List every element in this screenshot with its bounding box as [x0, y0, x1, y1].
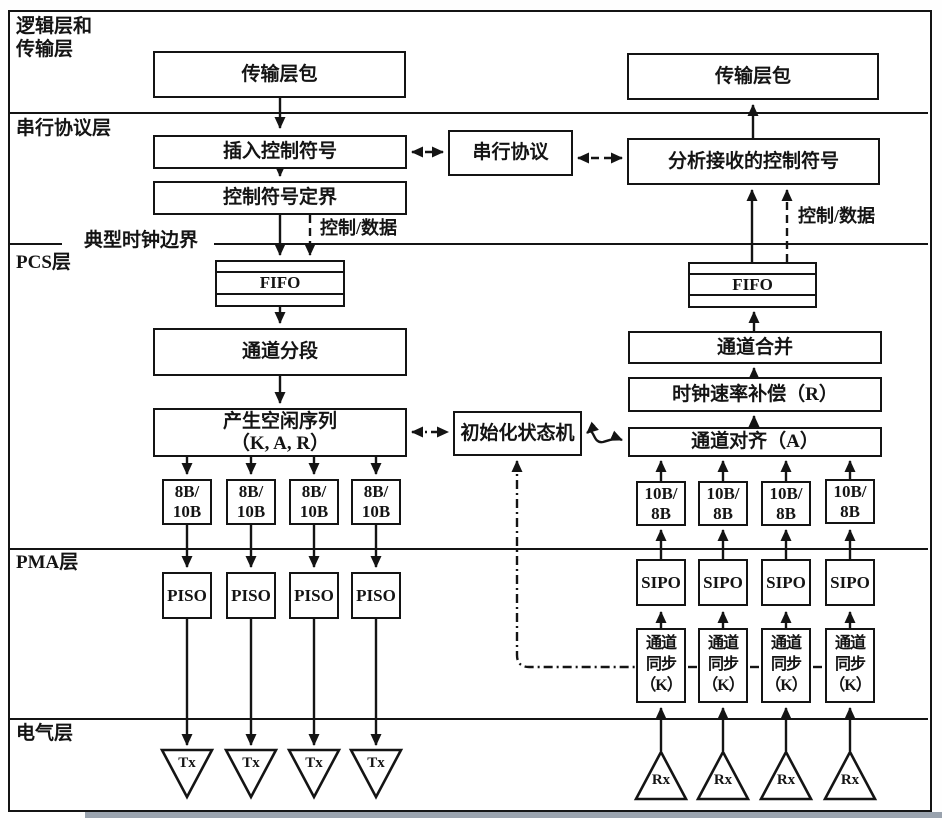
- box-analyze-control: 分析接收的控制符号: [627, 138, 880, 185]
- box-idle-gen: 产生空闲序列 （K, A, R）: [153, 408, 407, 457]
- label-layer-logic-transport: 逻辑层和 传输层: [16, 16, 93, 60]
- label-layer-serial-protocol: 串行协议层: [16, 118, 112, 139]
- divider-pma-electrical: [8, 718, 928, 720]
- clock-boundary-line-right: [214, 243, 928, 245]
- box-lane-merge: 通道合并: [628, 331, 882, 364]
- tx-driver-label-2: Tx: [242, 755, 260, 771]
- rx-chain-arrows: [655, 104, 856, 751]
- tx-driver-label-1: Tx: [178, 755, 196, 771]
- box-8b10b-4: 8B/ 10B: [351, 479, 401, 525]
- box-lane-sync-2: 通道 同步 （K）: [698, 628, 748, 703]
- box-sipo-1: SIPO: [636, 559, 686, 606]
- electrical-transceivers: [159, 748, 878, 801]
- divider-pcs-pma: [8, 548, 928, 550]
- rx-receiver-label-1: Rx: [651, 772, 671, 788]
- rx-receiver-label-3: Rx: [776, 772, 796, 788]
- box-10b8b-1: 10B/ 8B: [636, 481, 686, 526]
- rx-triangle-3: [758, 749, 814, 801]
- tx-driver-label-3: Tx: [305, 755, 323, 771]
- box-piso-2: PISO: [226, 572, 276, 619]
- divider-logic-serial: [8, 112, 928, 114]
- box-piso-3: PISO: [289, 572, 339, 619]
- box-8b10b-1: 8B/ 10B: [162, 479, 212, 525]
- box-fifo-tx: FIFO: [215, 260, 345, 307]
- tx-driver-label-4: Tx: [367, 755, 385, 771]
- box-8b10b-2: 8B/ 10B: [226, 479, 276, 525]
- box-lane-align: 通道对齐（A）: [628, 427, 882, 457]
- box-fifo-rx: FIFO: [688, 262, 817, 308]
- tx-triangle-2: [223, 748, 279, 800]
- rx-triangle-1: [633, 749, 689, 801]
- clock-boundary-line-left: [10, 243, 62, 245]
- rx-triangle-2: [695, 749, 751, 801]
- box-transport-packet-tx: 传输层包: [153, 51, 406, 98]
- tx-triangle-3: [286, 748, 342, 800]
- box-10b8b-3: 10B/ 8B: [761, 481, 811, 526]
- label-layer-pcs: PCS层: [16, 252, 71, 273]
- fifo-rx-label: FIFO: [732, 274, 773, 294]
- rx-triangle-4: [822, 749, 878, 801]
- fifo-rx-bottom-slot: [690, 294, 815, 306]
- tx-chain-arrows: [181, 98, 382, 746]
- fifo-tx-bottom-slot: [217, 292, 343, 305]
- label-clock-boundary: 典型时钟边界: [84, 230, 199, 251]
- label-layer-pma: PMA层: [16, 552, 79, 573]
- coordination-connectors: [411, 146, 824, 669]
- box-init-state-machine: 初始化状态机: [453, 411, 582, 456]
- box-transport-packet-rx: 传输层包: [627, 53, 879, 100]
- box-10b8b-2: 10B/ 8B: [698, 481, 748, 526]
- box-control-delimit: 控制符号定界: [153, 181, 407, 215]
- box-lane-sync-4: 通道 同步 （K）: [825, 628, 875, 703]
- tx-triangle-1: [159, 748, 215, 800]
- box-sipo-3: SIPO: [761, 559, 811, 606]
- box-8b10b-3: 8B/ 10B: [289, 479, 339, 525]
- page-scan-artifact-bar: [85, 812, 942, 818]
- box-piso-1: PISO: [162, 572, 212, 619]
- label-control-data-rx: 控制/数据: [798, 206, 876, 226]
- tx-triangle-4: [348, 748, 404, 800]
- rx-receiver-label-2: Rx: [713, 772, 733, 788]
- box-10b8b-4: 10B/ 8B: [825, 479, 875, 524]
- label-control-data-tx: 控制/数据: [320, 218, 398, 238]
- box-sipo-4: SIPO: [825, 559, 875, 606]
- fifo-tx-top-slot: [217, 262, 343, 274]
- rx-receiver-label-4: Rx: [840, 772, 860, 788]
- box-clock-comp: 时钟速率补偿（R）: [628, 377, 882, 412]
- box-insert-control: 插入控制符号: [153, 135, 407, 169]
- fifo-tx-label: FIFO: [259, 273, 301, 293]
- fifo-rx-top-slot: [690, 264, 815, 275]
- box-serial-protocol: 串行协议: [448, 130, 573, 176]
- box-lane-sync-3: 通道 同步 （K）: [761, 628, 811, 703]
- box-lane-segment: 通道分段: [153, 328, 407, 376]
- box-piso-4: PISO: [351, 572, 401, 619]
- box-lane-sync-1: 通道 同步 （K）: [636, 628, 686, 703]
- label-layer-electrical: 电气层: [16, 723, 74, 744]
- box-sipo-2: SIPO: [698, 559, 748, 606]
